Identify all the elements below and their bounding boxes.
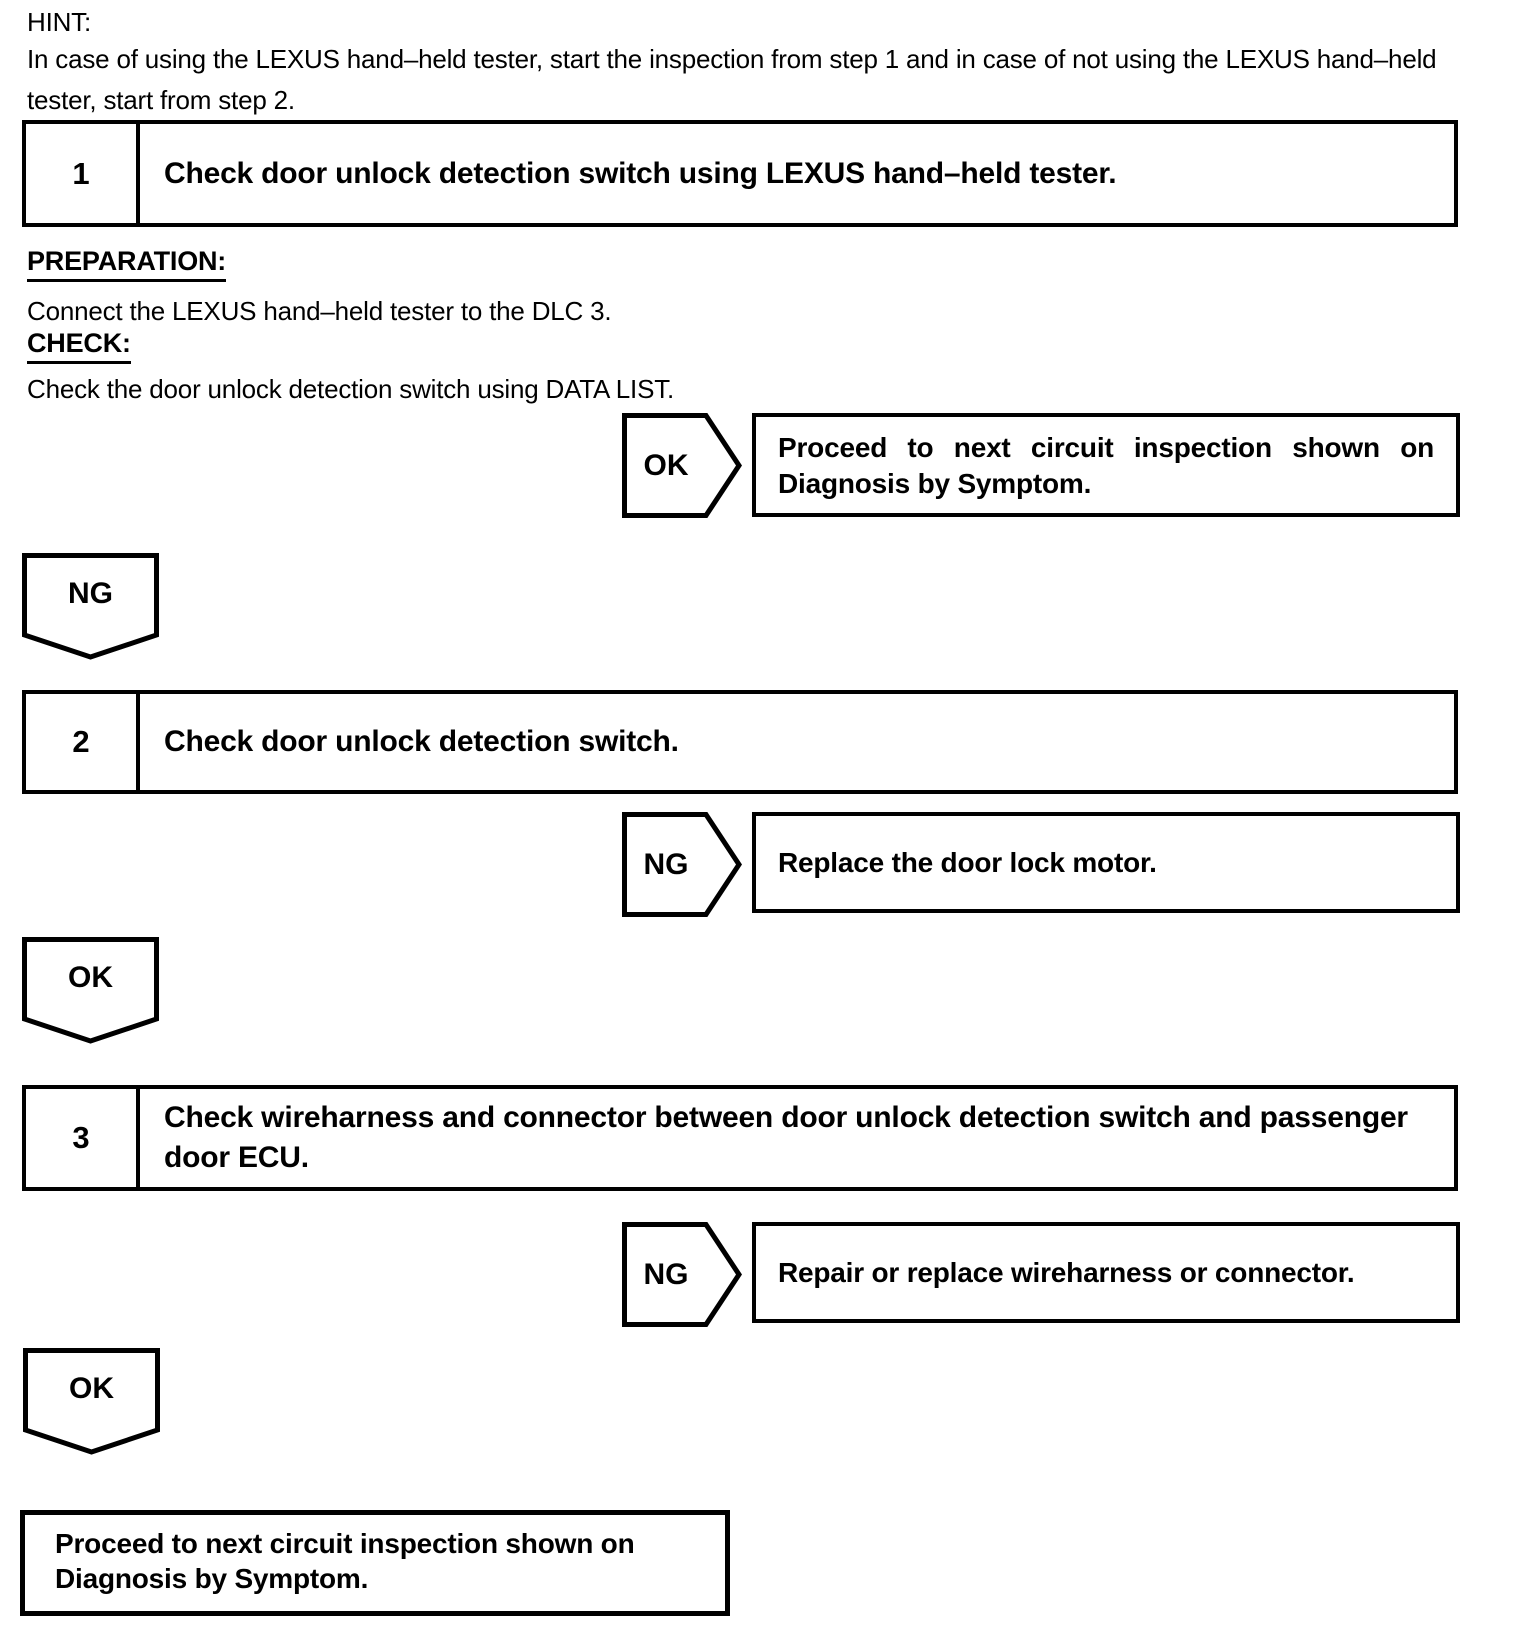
right-arrow-pentagon-icon [622,1222,742,1327]
preparation-text: Connect the LEXUS hand–held tester to th… [27,296,612,326]
ng-branch-arrow: NG [622,812,742,917]
down-arrow-pentagon-icon [22,553,159,660]
check-text: Check the door unlock detection switch u… [27,374,675,404]
preparation-section: PREPARATION: [27,246,226,282]
connector-label: OK [68,961,113,994]
hint-label: HINT: [27,7,92,37]
down-arrow-pentagon-icon [22,937,159,1044]
step-box-1: 1 Check door unlock detection switch usi… [22,120,1458,227]
ok-connector: OK [23,1348,160,1455]
step-number: 3 [26,1089,140,1187]
connector-label: NG [68,577,113,610]
branch-label: NG [643,847,689,881]
step-title: Check wireharness and connector between … [164,1101,1408,1174]
branch-result-text: Replace the door lock motor. [778,846,1157,878]
right-arrow-pentagon-icon [622,812,742,917]
hint-text: In case of using the LEXUS hand–held tes… [27,44,1437,115]
branch-result-box: Replace the door lock motor. [752,812,1460,913]
ng-connector: NG [22,553,159,660]
ok-branch-arrow: OK [622,413,742,518]
step-box-3: 3 Check wireharness and connector betwee… [22,1085,1458,1191]
check-label: CHECK: [27,328,131,364]
branch-result-box: Proceed to next circuit inspection shown… [752,413,1460,517]
branch-result-text: Repair or replace wireharness or connect… [778,1256,1355,1288]
branch-label: OK [643,448,689,482]
branch-result-box: Repair or replace wireharness or connect… [752,1222,1460,1323]
step-title: Check door unlock detection switch using… [164,156,1117,190]
step-number: 2 [26,694,140,790]
connector-label: OK [69,1372,114,1405]
ok-connector: OK [22,937,159,1044]
right-arrow-pentagon-icon [622,413,742,518]
check-section: CHECK: [27,328,131,364]
preparation-label: PREPARATION: [27,246,226,282]
final-result-box: Proceed to next circuit inspection shown… [20,1510,730,1616]
step-box-2: 2 Check door unlock detection switch. [22,690,1458,794]
step-title: Check door unlock detection switch. [164,725,679,758]
branch-label: NG [643,1257,689,1291]
step-number: 1 [26,124,140,223]
ng-branch-arrow: NG [622,1222,742,1327]
down-arrow-pentagon-icon [23,1348,160,1455]
